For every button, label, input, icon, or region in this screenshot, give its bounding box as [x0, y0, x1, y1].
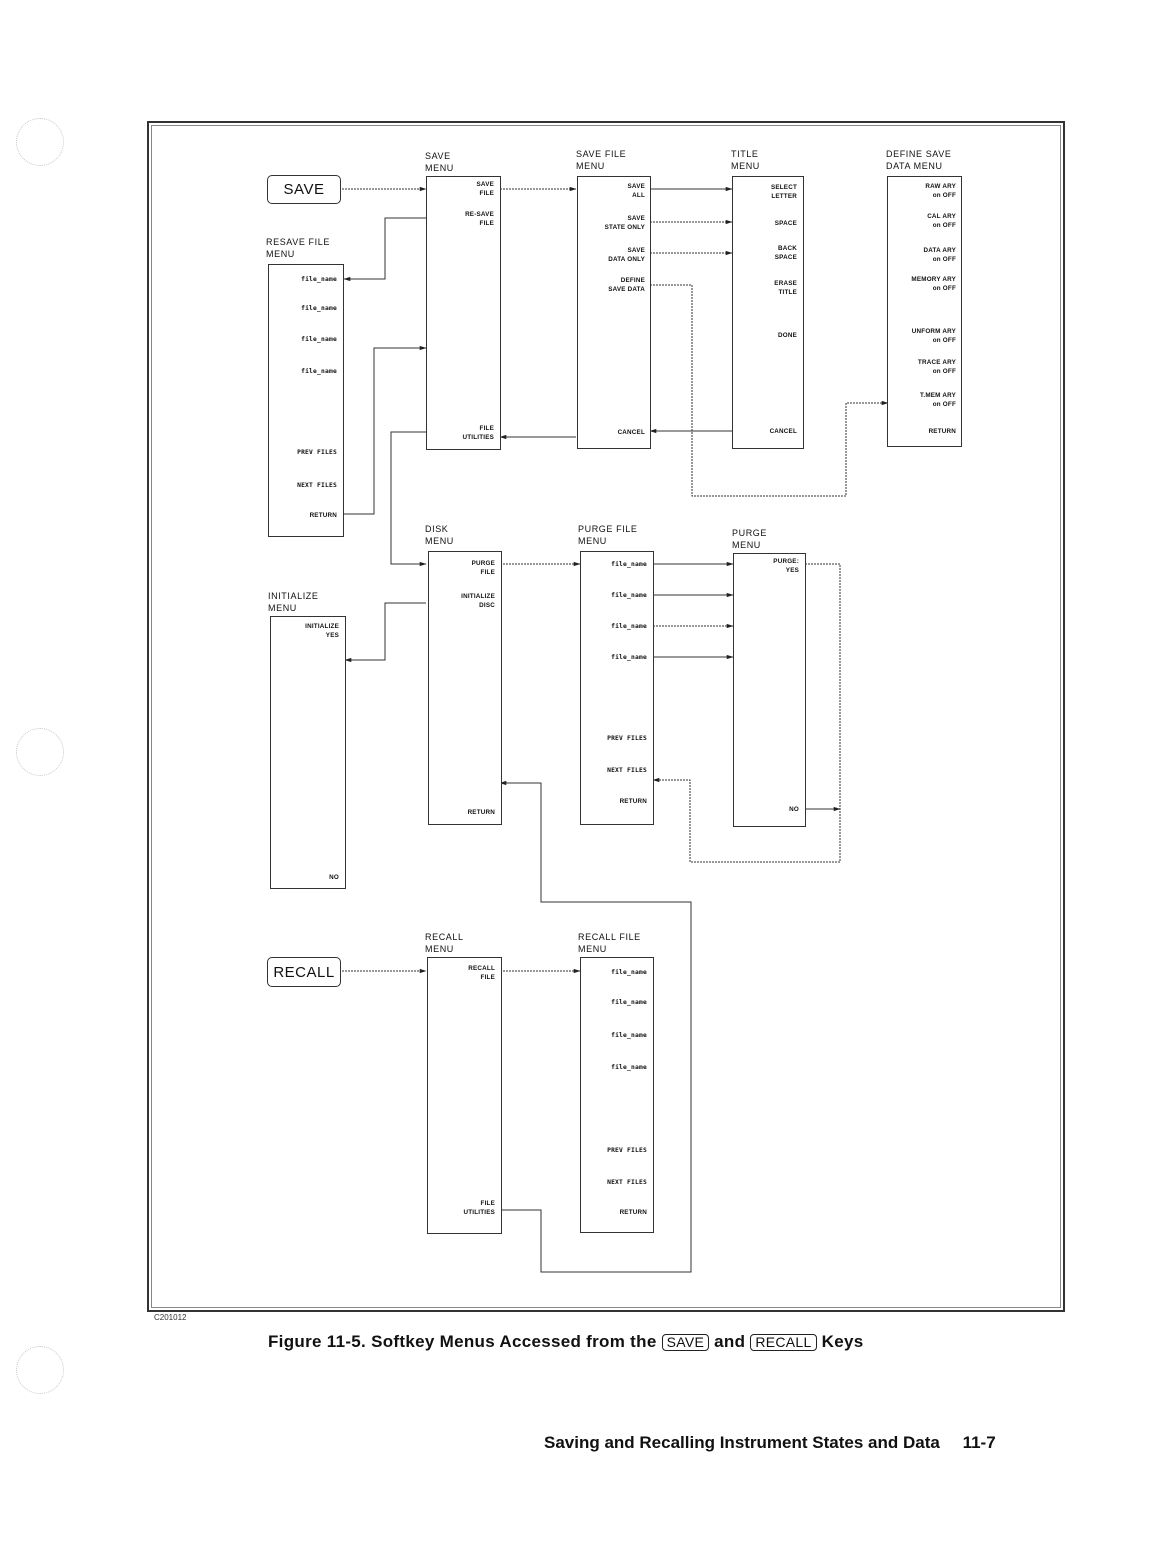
binder-hole-top — [16, 118, 64, 166]
softkey-recall-prev-files[interactable]: PREV FILES — [607, 1147, 647, 1154]
softkey-purge-no[interactable]: NO — [789, 806, 799, 813]
save-menu: SAVE FILE RE-SAVE FILE FILE UTILITIES — [426, 176, 501, 450]
line-resave-return-to-savemenu — [344, 345, 427, 515]
save-file-menu: SAVE ALL SAVE STATE ONLY SAVE DATA ONLY … — [577, 176, 651, 449]
softkey-file-utilities[interactable]: FILE UTILITIES — [462, 425, 494, 441]
disk-menu-title: DISK MENU — [425, 524, 454, 546]
save-menu-title: SAVE MENU — [425, 151, 454, 173]
page-footer: Saving and Recalling Instrument States a… — [544, 1433, 996, 1453]
softkey-data-ary[interactable]: DATA ARY on OFF — [923, 247, 956, 263]
line-purge-yes-to-purgefile — [652, 563, 841, 863]
line-recall-fileutil-to-disk — [499, 780, 692, 1273]
recall-menu: RECALL FILE FILE UTILITIES — [427, 957, 502, 1234]
softkey-purge-file[interactable]: PURGE FILE — [471, 560, 495, 576]
softkey-save-file[interactable]: SAVE FILE — [476, 181, 494, 197]
caption-and: and — [714, 1332, 746, 1351]
title-menu: SELECT LETTER SPACE BACK SPACE ERASE TIT… — [732, 176, 804, 449]
softkey-space[interactable]: SPACE — [774, 220, 797, 227]
softkey-save-all[interactable]: SAVE ALL — [627, 183, 645, 199]
softkey-back-space[interactable]: BACK SPACE — [774, 245, 797, 261]
recall-menu-title: RECALL MENU — [425, 932, 464, 954]
softkey-select-letter[interactable]: SELECT LETTER — [770, 184, 797, 200]
line-fileutil-to-disk — [390, 431, 427, 567]
figure-frame — [147, 121, 1065, 1312]
caption-suffix: Keys — [821, 1332, 864, 1351]
softkey-purge-yes[interactable]: PURGE: YES — [773, 558, 799, 574]
softkey-recall-file-2[interactable]: file_name — [611, 999, 647, 1006]
softkey-erase-title[interactable]: ERASE TITLE — [774, 280, 797, 296]
softkey-define-return[interactable]: RETURN — [928, 428, 956, 435]
softkey-purge-next-files[interactable]: NEXT FILES — [607, 767, 647, 774]
softkey-recall-file-utilities[interactable]: FILE UTILITIES — [463, 1200, 495, 1216]
line-define-to-definemenu — [650, 284, 889, 497]
softkey-unform-ary[interactable]: UNFORM ARY on OFF — [911, 328, 956, 344]
footer-page-number: 11-7 — [962, 1433, 996, 1452]
recall-file-menu-title: RECALL FILE MENU — [578, 932, 641, 954]
recall-file-menu: file_name file_name file_name file_name … — [580, 957, 654, 1233]
binder-hole-middle — [16, 728, 64, 776]
softkey-save-data-only[interactable]: SAVE DATA ONLY — [608, 247, 645, 263]
softkey-recall-return[interactable]: RETURN — [619, 1209, 647, 1216]
softkey-initialize-disc[interactable]: INITIALIZE DISC — [461, 593, 495, 609]
softkey-resave-prev-files[interactable]: PREV FILES — [297, 449, 337, 456]
softkey-purge-file-return[interactable]: RETURN — [619, 798, 647, 805]
softkey-cal-ary[interactable]: CAL ARY on OFF — [927, 213, 956, 229]
softkey-recall-file[interactable]: RECALL FILE — [468, 965, 495, 981]
softkey-raw-ary[interactable]: RAW ARY on OFF — [925, 183, 956, 199]
softkey-recall-file-4[interactable]: file_name — [611, 1064, 647, 1071]
softkey-save-state-only[interactable]: SAVE STATE ONLY — [604, 215, 645, 231]
footer-section: Saving and Recalling Instrument States a… — [544, 1433, 940, 1452]
softkey-tmem-ary[interactable]: T.MEM ARY on OFF — [920, 392, 956, 408]
softkey-re-save-file[interactable]: RE-SAVE FILE — [465, 211, 494, 227]
softkey-recall-file-1[interactable]: file_name — [611, 969, 647, 976]
softkey-memory-ary[interactable]: MEMORY ARY on OFF — [911, 276, 956, 292]
softkey-title-cancel[interactable]: CANCEL — [769, 428, 797, 435]
resave-file-menu-title: RESAVE FILE MENU — [266, 237, 330, 259]
softkey-resave-return[interactable]: RETURN — [309, 512, 337, 519]
define-save-data-menu: RAW ARY on OFF CAL ARY on OFF DATA ARY o… — [887, 176, 962, 447]
softkey-cancel[interactable]: CANCEL — [617, 429, 645, 436]
softkey-purge-file-3[interactable]: file_name — [611, 623, 647, 630]
softkey-purge-file-4[interactable]: file_name — [611, 654, 647, 661]
figure-id: C201012 — [154, 1313, 187, 1322]
binder-hole-bottom — [16, 1346, 64, 1394]
caption-recall-key: RECALL — [750, 1334, 817, 1351]
figure-caption: Figure 11-5. Softkey Menus Accessed from… — [268, 1332, 863, 1352]
purge-menu: PURGE: YES NO — [733, 553, 806, 827]
softkey-disk-return[interactable]: RETURN — [467, 809, 495, 816]
save-file-menu-title: SAVE FILE MENU — [576, 149, 627, 171]
purge-menu-title: PURGE MENU — [732, 528, 768, 550]
softkey-trace-ary[interactable]: TRACE ARY on OFF — [917, 359, 956, 375]
softkey-recall-next-files[interactable]: NEXT FILES — [607, 1179, 647, 1186]
caption-save-key: SAVE — [661, 1334, 710, 1351]
line-resave-to-resavemenu — [343, 217, 426, 282]
softkey-purge-file-2[interactable]: file_name — [611, 592, 647, 599]
purge-file-menu-title: PURGE FILE MENU — [578, 524, 638, 546]
initialize-menu: INITIALIZE YES NO — [270, 616, 346, 889]
caption-prefix: Figure 11-5. Softkey Menus Accessed from… — [268, 1332, 657, 1351]
softkey-resave-file-2[interactable]: file_name — [301, 305, 337, 312]
softkey-resave-file-1[interactable]: file_name — [301, 276, 337, 283]
softkey-initialize-yes[interactable]: INITIALIZE YES — [305, 623, 339, 639]
softkey-resave-next-files[interactable]: NEXT FILES — [297, 482, 337, 489]
softkey-resave-file-3[interactable]: file_name — [301, 336, 337, 343]
recall-hardkey[interactable]: RECALL — [267, 957, 341, 987]
softkey-recall-file-3[interactable]: file_name — [611, 1032, 647, 1039]
purge-file-menu: file_name file_name file_name file_name … — [580, 551, 654, 825]
resave-file-menu: file_name file_name file_name file_name … — [268, 264, 344, 537]
softkey-define-save-data[interactable]: DEFINE SAVE DATA — [608, 277, 645, 293]
define-save-data-menu-title: DEFINE SAVE DATA MENU — [886, 149, 952, 171]
line-init-to-initmenu — [344, 602, 426, 663]
disk-menu: PURGE FILE INITIALIZE DISC RETURN — [428, 551, 502, 825]
save-hardkey[interactable]: SAVE — [267, 175, 341, 204]
softkey-purge-file-1[interactable]: file_name — [611, 561, 647, 568]
softkey-initialize-no[interactable]: NO — [329, 874, 339, 881]
title-menu-title: TITLE MENU — [731, 149, 760, 171]
softkey-resave-file-4[interactable]: file_name — [301, 368, 337, 375]
softkey-purge-prev-files[interactable]: PREV FILES — [607, 735, 647, 742]
initialize-menu-title: INITIALIZE MENU — [268, 591, 319, 613]
softkey-done[interactable]: DONE — [778, 332, 797, 339]
